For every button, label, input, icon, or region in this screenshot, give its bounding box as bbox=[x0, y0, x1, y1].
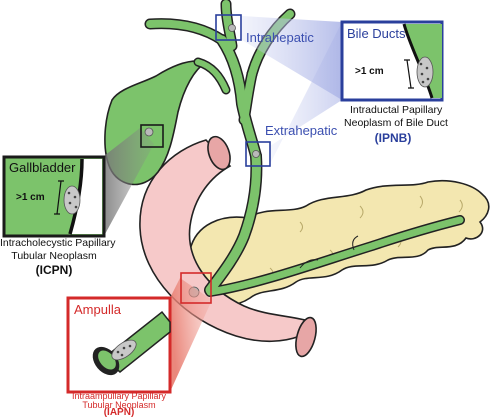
bile-ducts-description-1: Intraductal Papillary bbox=[350, 104, 443, 116]
gallbladder-size: >1 cm bbox=[16, 192, 45, 203]
inset-ampulla bbox=[66, 296, 172, 394]
gallbladder-description-1: Intracholecystic Papillary bbox=[0, 237, 116, 249]
bile-ducts-size: >1 cm bbox=[355, 66, 384, 77]
beam-gallbladder bbox=[104, 128, 154, 236]
marker-gallbladder bbox=[140, 124, 164, 148]
gallbladder-description-2: Tubular Neoplasm bbox=[11, 250, 97, 262]
bile-ducts-title: Bile Ducts bbox=[347, 26, 406, 41]
marker-extrahepatic bbox=[245, 141, 271, 167]
ampulla-title: Ampulla bbox=[74, 302, 121, 317]
ampulla-description-2: Tubular Neoplasm bbox=[82, 400, 156, 410]
inset-gallbladder bbox=[2, 155, 106, 238]
duodenum-upper-opening bbox=[207, 135, 231, 171]
gallbladder-abbr: (ICPN) bbox=[35, 263, 73, 277]
ampulla-description-1: Intraampullary Papillary bbox=[71, 391, 167, 401]
pancreas bbox=[188, 179, 490, 306]
gallbladder-title: Gallbladder bbox=[9, 160, 76, 175]
marker-intrahepatic bbox=[215, 14, 242, 41]
label-intrahepatic: Intrahepatic bbox=[246, 30, 314, 45]
inset-bile-ducts bbox=[340, 20, 444, 102]
beam-ampulla bbox=[170, 278, 212, 392]
tumor-extrahepatic bbox=[252, 150, 260, 158]
bile-ducts-description-2: Neoplasm of Bile Duct bbox=[344, 117, 448, 129]
marker-ampulla bbox=[180, 272, 212, 304]
bile-ducts-abbr: (IPNB) bbox=[374, 131, 412, 145]
label-extrahepatic: Extrahepatic bbox=[265, 123, 338, 138]
bile-duct bbox=[146, 0, 464, 296]
ampulla-abbr: (IAPN) bbox=[103, 407, 135, 418]
tumor-gallbladder bbox=[144, 127, 154, 137]
tumor-intrahepatic bbox=[228, 24, 236, 32]
duodenum-lower-opening bbox=[295, 316, 317, 358]
beam-extrahepatic bbox=[270, 22, 342, 164]
